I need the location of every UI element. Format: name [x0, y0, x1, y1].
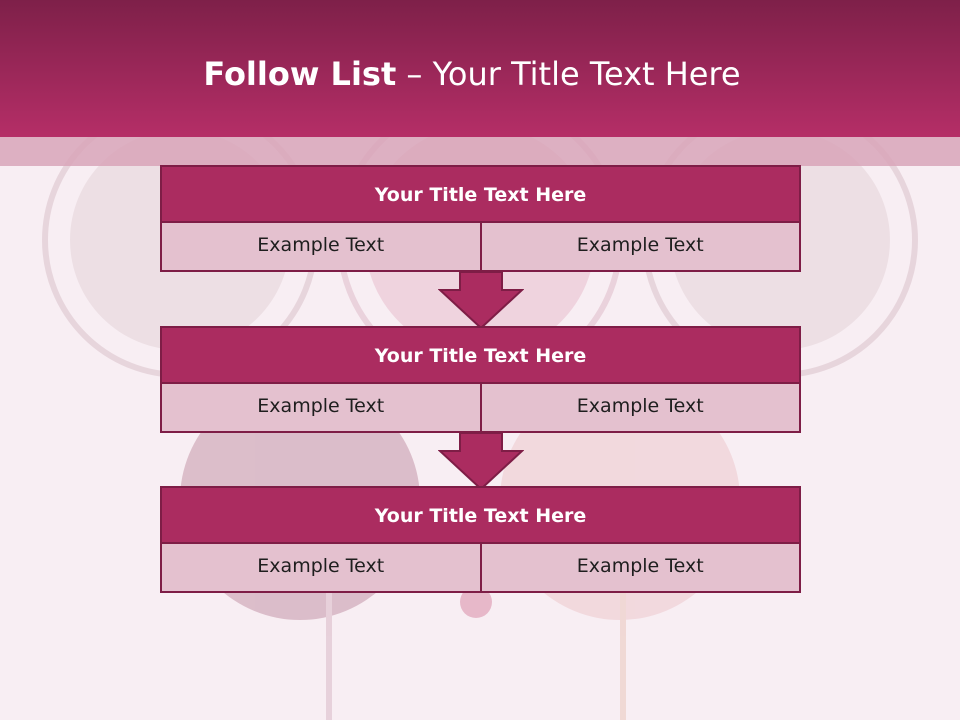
header-band [0, 137, 960, 166]
step-title: Your Title Text Here [160, 326, 801, 384]
step-row: Example Text Example Text [160, 223, 801, 272]
slide-title-rest: – Your Title Text Here [396, 55, 741, 93]
step-right-cell: Example Text [481, 384, 801, 433]
slide-title: Follow List – Your Title Text Here [0, 55, 944, 93]
step-left-cell: Example Text [160, 544, 482, 593]
step-left-cell: Example Text [160, 384, 482, 433]
step-right-cell: Example Text [481, 544, 801, 593]
slide-title-bold: Follow List [203, 55, 397, 93]
step-row: Example Text Example Text [160, 544, 801, 593]
down-arrow-icon [438, 432, 524, 491]
down-arrow-icon [438, 271, 524, 330]
step-left-cell: Example Text [160, 223, 482, 272]
step-right-cell: Example Text [481, 223, 801, 272]
step-3: Your Title Text Here Example Text Exampl… [160, 486, 801, 593]
step-title: Your Title Text Here [160, 486, 801, 544]
step-2: Your Title Text Here Example Text Exampl… [160, 326, 801, 433]
step-1: Your Title Text Here Example Text Exampl… [160, 165, 801, 272]
step-row: Example Text Example Text [160, 384, 801, 433]
slide-header [0, 0, 960, 137]
step-title: Your Title Text Here [160, 165, 801, 223]
